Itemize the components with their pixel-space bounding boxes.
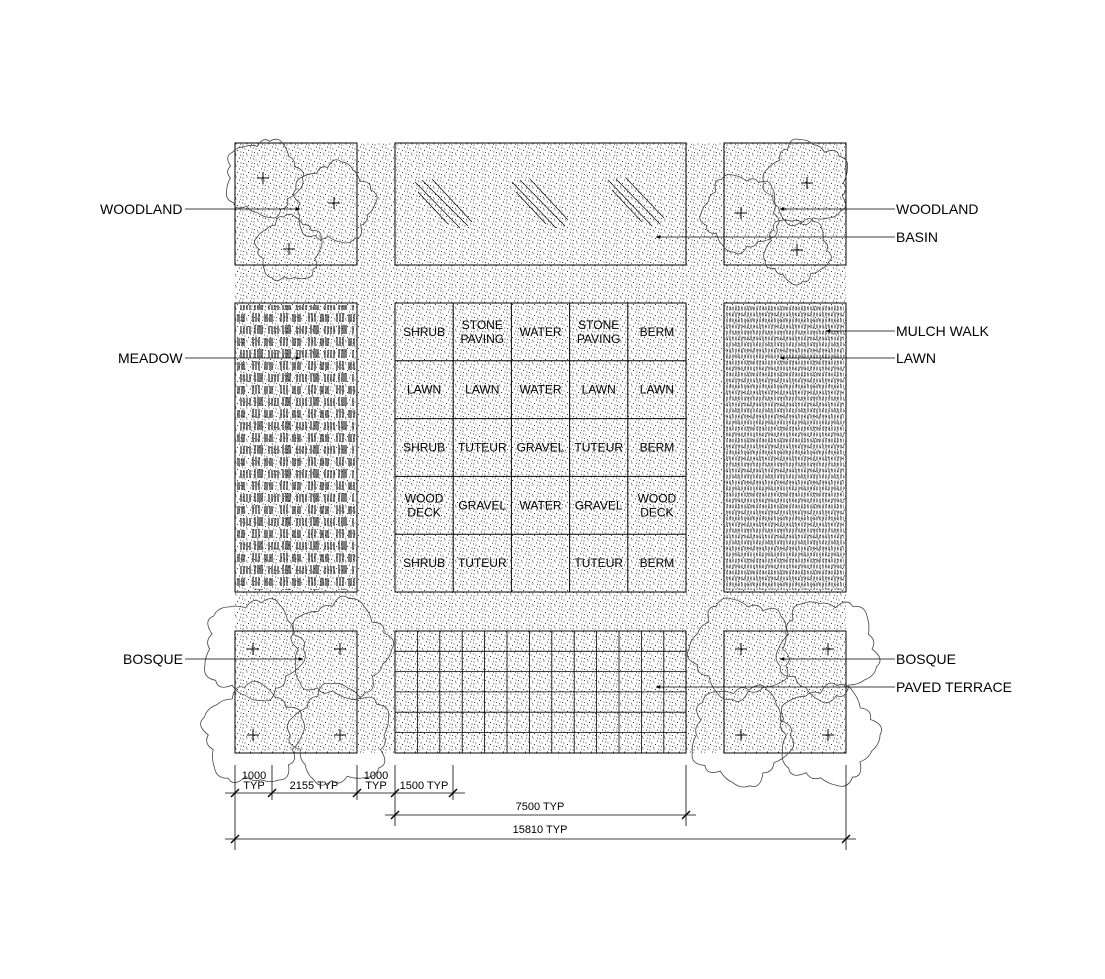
dim-1000-a-value: 1000: [242, 770, 266, 782]
dim-1000-b-typ: TYP: [365, 780, 386, 792]
tree-canopy: [779, 682, 882, 787]
woodland-plot-left: [234, 142, 358, 266]
tree-trunk-marker: [822, 729, 834, 741]
label-basin: BASIN: [896, 229, 938, 245]
grid-cell-label: WATER: [520, 325, 562, 339]
tree-trunk-marker: [283, 243, 295, 255]
paved-terrace: [394, 630, 687, 754]
grid-cell-label: LAWN: [465, 383, 499, 397]
grid-cell-label: STONE: [578, 318, 619, 332]
dim-1000-a-typ: TYP: [243, 780, 264, 792]
tree-canopy: [763, 218, 832, 286]
tree-trunk-marker: [257, 172, 269, 184]
grid-cell-label: WATER: [520, 498, 562, 512]
grid-cell-label: WATER: [520, 383, 562, 397]
basin: [394, 142, 687, 266]
basin-reflection-marks: [414, 177, 665, 229]
meadow: [234, 302, 358, 593]
dim-15810: 15810 TYP: [513, 824, 568, 836]
tree-trunk-marker: [328, 197, 340, 209]
tree-canopy: [775, 601, 881, 704]
grid-cell-label: PAVING: [461, 332, 505, 346]
dim-7500: 7500 TYP: [516, 801, 565, 813]
label-woodland-right: WOODLAND: [896, 201, 978, 217]
tree-canopy: [254, 213, 323, 282]
grid-cell-label: DECK: [407, 505, 440, 519]
tree-trunk-marker: [735, 643, 747, 655]
tree-canopy: [762, 138, 849, 227]
grid-cell-label: SHRUB: [403, 325, 445, 339]
grid-cell-label: BERM: [640, 441, 675, 455]
tree-trunk-marker: [334, 729, 346, 741]
tree-canopy: [691, 684, 795, 788]
grid-cell-label: BERM: [640, 556, 675, 570]
tree-canopy: [293, 159, 378, 244]
leader-lines: [185, 207, 895, 689]
tree-trunk-marker: [791, 244, 803, 256]
tree-canopies: [200, 138, 882, 788]
tree-trunk-marker: [247, 643, 259, 655]
bosque-plot-left: [234, 630, 358, 754]
grid-cell-label: GRAVEL: [575, 498, 623, 512]
dim-1000-b-value: 1000: [364, 770, 388, 782]
grid-cell-label: SHRUB: [403, 556, 445, 570]
grid-cell-label: TUTEUR: [574, 556, 623, 570]
grid-cell-label: GRAVEL: [517, 441, 565, 455]
grid-cell-label: TUTEUR: [574, 441, 623, 455]
grid-cell-label: WOOD: [638, 491, 677, 505]
tree-trunk-marker: [801, 177, 813, 189]
label-meadow: MEADOW: [118, 350, 183, 366]
dim-2155: 2155 TYP: [290, 780, 339, 792]
grid-cell-label: STONE: [462, 318, 503, 332]
grid-cell-label: PAVING: [577, 332, 621, 346]
label-lawn: LAWN: [896, 350, 936, 366]
label-woodland-left: WOODLAND: [100, 201, 182, 217]
tree-trunk-marker: [735, 729, 747, 741]
bosque-plot-right: [723, 630, 847, 754]
grid-cell-label: LAWN: [407, 383, 441, 397]
tree-trunk-marker: [822, 643, 834, 655]
grid-cell-label: LAWN: [640, 383, 674, 397]
dimension-lines: [225, 765, 856, 850]
tree-canopy: [699, 174, 780, 255]
tree-canopy: [287, 682, 390, 786]
grid-cell-label: TUTEUR: [458, 441, 507, 455]
dim-1500: 1500 TYP: [400, 780, 449, 792]
tree-canopy: [290, 595, 395, 700]
label-bosque-left: BOSQUE: [123, 651, 183, 667]
grid-cell-label: LAWN: [582, 383, 616, 397]
label-mulch-walk: MULCH WALK: [896, 323, 989, 339]
grid-cell-label: BERM: [640, 325, 675, 339]
grid-cell-label: WOOD: [405, 491, 444, 505]
grid-cell-label: TUTEUR: [458, 556, 507, 570]
grid-cell-label: SHRUB: [403, 441, 445, 455]
tree-canopy: [200, 680, 305, 784]
tree-trunk-marker: [735, 207, 747, 219]
tree-trunk-marker: [334, 643, 346, 655]
label-bosque-right: BOSQUE: [896, 651, 956, 667]
grid-cell-label: GRAVEL: [458, 498, 506, 512]
tree-canopy: [204, 598, 306, 702]
grid-cell-label: DECK: [640, 505, 673, 519]
tree-trunk-marker: [247, 729, 259, 741]
woodland-plot-right: [723, 142, 847, 266]
label-paved-terrace: PAVED TERRACE: [896, 679, 1012, 695]
lawn-panel: [723, 302, 847, 593]
